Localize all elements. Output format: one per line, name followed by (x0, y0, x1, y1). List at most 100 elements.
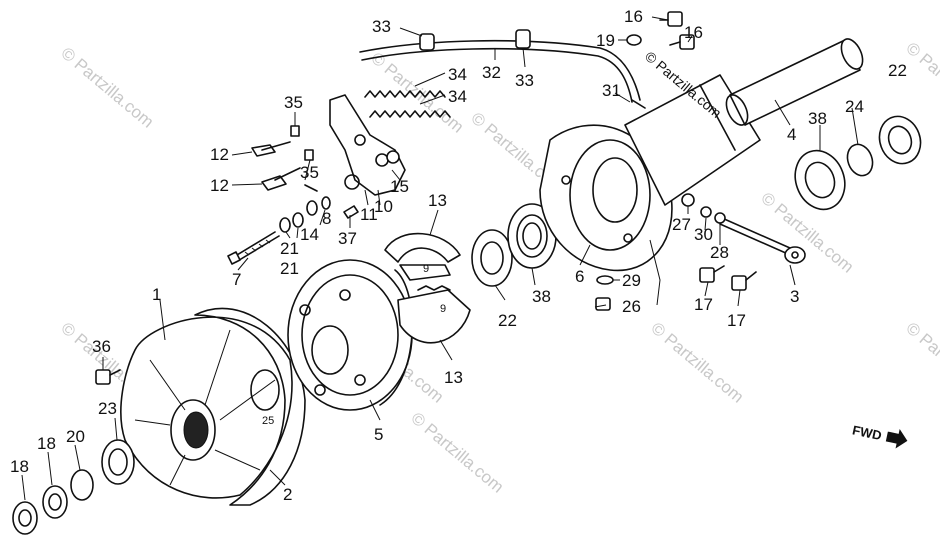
part-label: 18 (10, 457, 29, 476)
oil-seal-23 (101, 439, 135, 485)
part-label: 22 (888, 61, 907, 80)
part-number-labels: 1 2 3 4 5 6 7 8 9 9 10 11 12 12 13 13 14… (10, 7, 907, 504)
part-label: 22 (498, 311, 517, 330)
watermark-text: © Partzilla.com (647, 319, 747, 407)
part-label: 20 (66, 427, 85, 446)
part-label: 11 (360, 205, 378, 224)
part-label: 7 (232, 270, 241, 289)
part-label: 18 (37, 434, 56, 453)
part-label: 28 (710, 243, 729, 262)
bearing-38-right (794, 149, 846, 211)
washer-19 (626, 34, 642, 46)
part-label: 19 (596, 31, 615, 50)
bolt-26 (595, 297, 611, 311)
adjuster-bolt-7 (227, 231, 280, 265)
part-label: 5 (374, 425, 383, 444)
part-label: 12 (210, 145, 229, 164)
pin-8 (321, 196, 331, 210)
nut-27 (681, 193, 695, 207)
part-label: 34 (448, 65, 467, 84)
part-label: 16 (684, 23, 703, 42)
part-label: 38 (808, 109, 827, 128)
part-label: 37 (338, 229, 357, 248)
part-label: 14 (300, 225, 319, 244)
part-label: 29 (622, 271, 641, 290)
brake-arm-plate (329, 94, 406, 196)
part-label: 25 (262, 415, 274, 427)
part-label: 35 (300, 163, 319, 182)
watermark-text: © Partzilla.com (57, 44, 157, 132)
watermark-text: © Partzilla.com (407, 409, 507, 497)
gasket-2 (194, 307, 306, 506)
bolt-12b (261, 167, 301, 191)
brake-drum-5 (287, 259, 413, 411)
nut-14 (306, 200, 318, 216)
part-label: 21 (280, 259, 299, 278)
pin-35b (304, 149, 314, 161)
tube-4 (725, 38, 864, 126)
part-label: 8 (322, 209, 331, 228)
forward-arrow: FWD (851, 422, 908, 449)
part-label: 26 (622, 297, 641, 316)
part-label: 36 (92, 337, 111, 356)
part-label: 34 (448, 87, 467, 106)
part-label: 16 (624, 7, 643, 26)
fwd-label: FWD (851, 422, 883, 443)
bearing-38 (507, 203, 557, 269)
watermark-text: © Partzilla.com (902, 39, 940, 127)
part-label: 23 (98, 399, 117, 418)
pin-35a (290, 125, 300, 137)
washer-30 (700, 206, 712, 218)
nut-18a (42, 485, 68, 519)
brake-shoe-upper (384, 232, 461, 281)
part-label: 33 (372, 17, 391, 36)
hub-cover-1 (120, 316, 293, 499)
circlip-24 (846, 143, 874, 177)
nut-18b (12, 501, 38, 535)
bolt-17b (731, 271, 757, 291)
brake-shoe-lower (397, 285, 471, 344)
oil-seal-22 (471, 229, 513, 287)
part-label: 6 (575, 267, 584, 286)
torque-rod-3 (719, 217, 806, 264)
part-label: 9 (440, 303, 446, 315)
washer-20 (70, 469, 94, 501)
washer-29 (596, 275, 614, 285)
part-label: 21 (280, 239, 299, 258)
bolt-12a (251, 141, 291, 157)
part-label: 1 (152, 285, 161, 304)
oil-seal-22-right (878, 115, 922, 165)
part-label: 33 (515, 71, 534, 90)
part-label: 3 (790, 287, 799, 306)
part-label: 17 (727, 311, 746, 330)
pin-37 (343, 205, 359, 219)
part-label: 24 (845, 97, 864, 116)
part-label: 10 (374, 197, 393, 216)
washer-21b (292, 212, 304, 228)
part-label: 2 (283, 485, 292, 504)
bolt-17a (699, 265, 725, 283)
washer-28 (714, 212, 726, 224)
part-label: 17 (694, 295, 713, 314)
part-label: 15 (390, 177, 409, 196)
spring-34b (369, 110, 451, 118)
part-label: 12 (210, 176, 229, 195)
leader-lines (21, 16, 859, 501)
part-label: 35 (284, 93, 303, 112)
part-label: 30 (694, 225, 713, 244)
pin-35c (304, 184, 318, 192)
part-label: 27 (672, 215, 691, 234)
part-label: 31 (602, 81, 621, 100)
fwd-arrow-icon (885, 428, 908, 449)
part-label: 32 (482, 63, 501, 82)
part-label: 9 (423, 263, 429, 275)
part-label: 4 (787, 125, 796, 144)
washer-21a (279, 217, 291, 233)
part-label: 38 (532, 287, 551, 306)
part-label: 13 (428, 191, 447, 210)
spring-34a (364, 90, 446, 98)
part-label: 13 (444, 368, 463, 387)
watermark-text: © Partzilla.com (902, 319, 940, 407)
